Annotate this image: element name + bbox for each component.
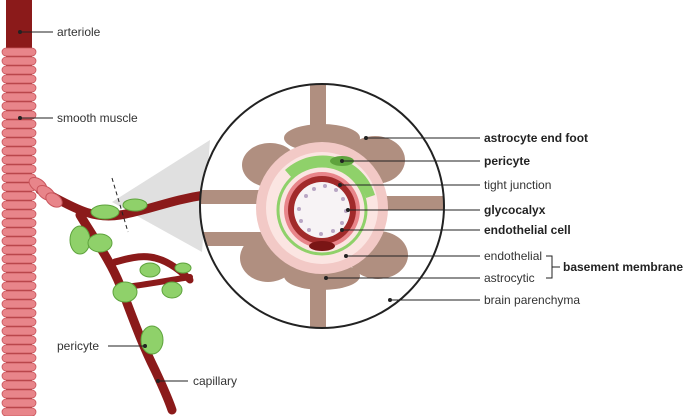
muscle-ring [1,299,37,309]
muscle-ring [1,353,37,363]
muscle-ring [1,200,37,210]
muscle-ring [1,218,37,228]
label-basement-membrane: basement membrane [563,260,683,274]
label-glycocalyx: glycocalyx [484,203,546,217]
pericytes [69,198,192,355]
zoom-circle-outline [199,83,445,329]
muscle-ring [1,407,37,416]
label-astrocytic: astrocytic [484,271,535,285]
muscle-ring [1,326,37,336]
label-capillary: capillary [193,374,237,388]
cross-section [200,84,444,328]
muscle-ring [1,362,37,372]
label-arteriole: arteriole [57,25,101,39]
muscle-ring [1,209,37,219]
muscle-ring [1,335,37,345]
muscle-ring [1,146,37,156]
muscle-ring [1,344,37,354]
muscle-ring [1,83,37,93]
muscle-ring [1,56,37,66]
muscle-ring [1,101,37,111]
muscle-ring [1,263,37,273]
label-endothelial-cell: endothelial cell [484,223,571,237]
muscle-ring [1,164,37,174]
muscle-ring [1,119,37,129]
muscle-ring [1,317,37,327]
zoom-cone [112,140,210,252]
muscle-ring [1,227,37,237]
muscle-ring [1,398,37,408]
muscle-ring [1,389,37,399]
label-smooth-muscle: smooth muscle [57,111,138,125]
label-brain-parenchyma: brain parenchyma [484,293,580,307]
muscle-ring [1,308,37,318]
muscle-ring [1,92,37,102]
label-tight-junction: tight junction [484,178,551,192]
muscle-ring [1,74,37,84]
muscle-ring [1,272,37,282]
arteriole [1,0,37,416]
muscle-ring [1,245,37,255]
muscle-ring [1,128,37,138]
right-leaders [324,136,560,302]
muscle-ring [1,191,37,201]
muscle-ring [1,155,37,165]
section-line [111,177,129,233]
label-pericyte-right: pericyte [484,154,530,168]
muscle-ring [1,380,37,390]
muscle-ring [1,281,37,291]
branch-muscle [28,176,63,208]
muscle-ring [1,137,37,147]
muscle-ring [1,371,37,381]
label-pericyte-left: pericyte [57,339,99,353]
muscle-ring [1,65,37,75]
smooth-muscle-rings [1,47,37,416]
muscle-ring [1,254,37,264]
muscle-ring [1,236,37,246]
muscle-ring [1,47,37,57]
label-astrocyte-end-foot: astrocyte end foot [484,131,588,145]
muscle-ring [1,290,37,300]
left-leaders [18,30,188,383]
label-endothelial: endothelial [484,249,542,263]
